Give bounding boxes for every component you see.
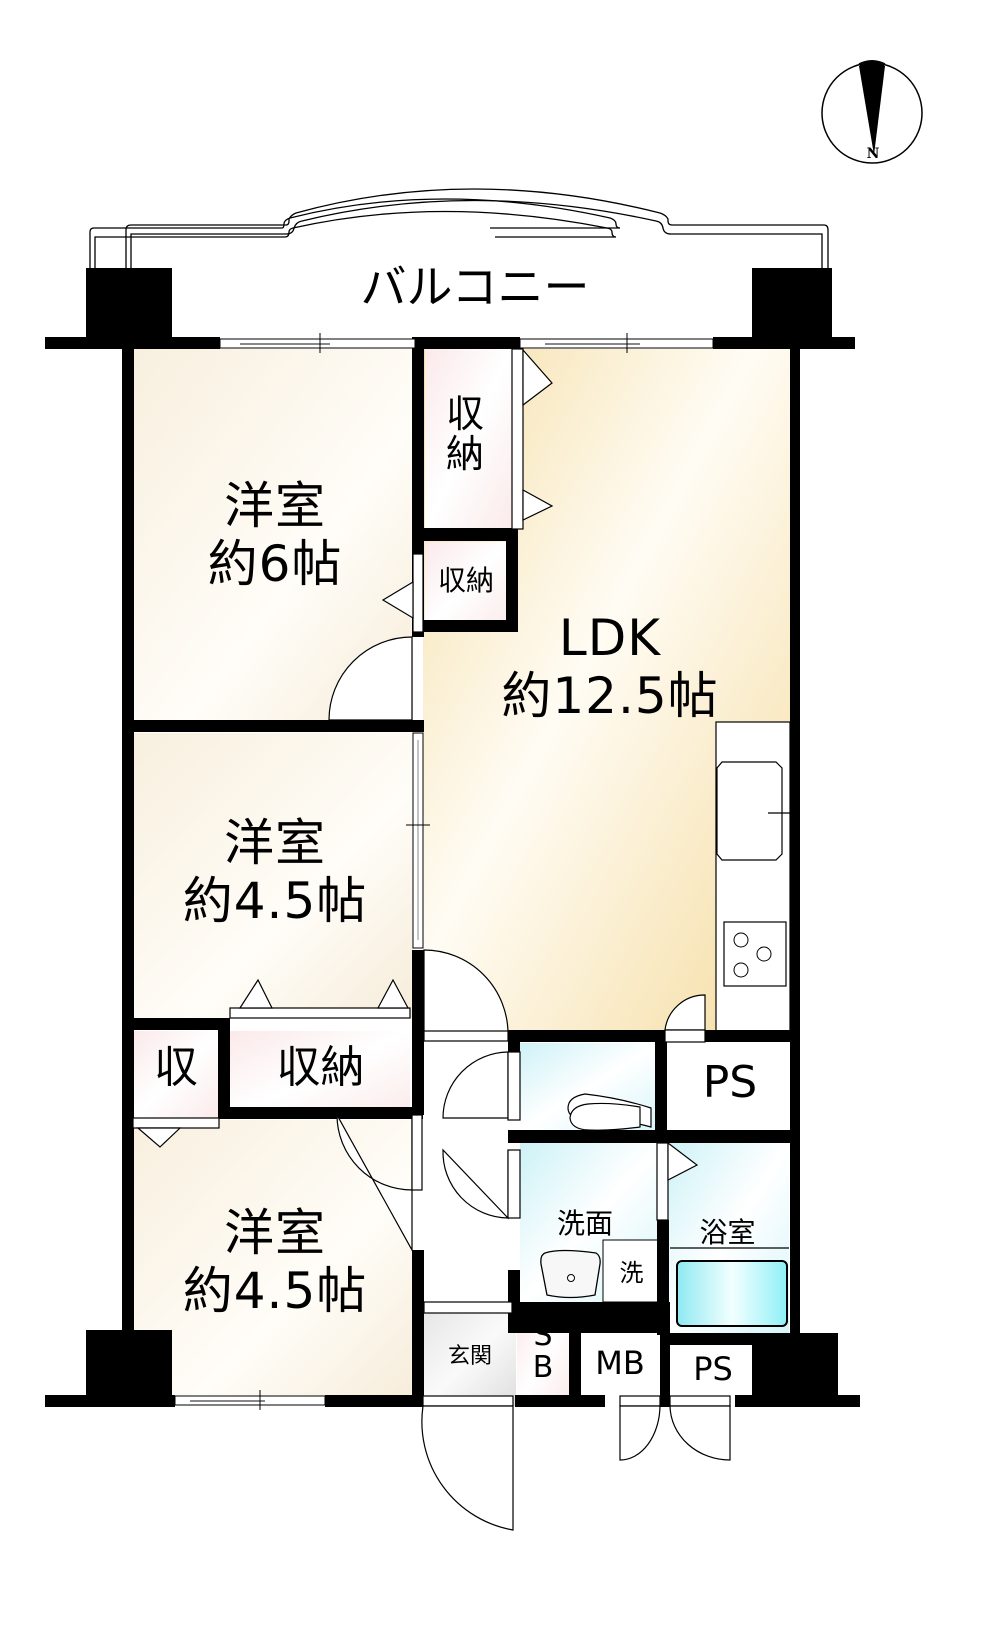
storage-mid-label: 収納 <box>437 564 494 597</box>
storage-top-line2: 納 <box>445 431 484 476</box>
ps-lower-label: PS <box>693 1350 733 1388</box>
storage-top-line1: 収 <box>445 392 484 436</box>
balcony-label: バルコニー <box>360 260 590 314</box>
shoebox-line2: B <box>532 1349 554 1385</box>
western-room-2-floor <box>133 733 413 1018</box>
shoebox-line1: S <box>533 1318 553 1353</box>
mb-box <box>580 1334 660 1402</box>
balcony-outline <box>125 188 829 268</box>
storage-small-label: 収 <box>154 1042 198 1093</box>
washroom-label: 洗面 <box>556 1207 613 1240</box>
washer-label: 洗 <box>619 1259 644 1287</box>
toilet-icon <box>567 1093 652 1131</box>
windows <box>174 333 714 1410</box>
ldk-name: LDK <box>558 609 662 667</box>
entrance-label: 玄関 <box>447 1344 492 1369</box>
western-room-3-name: 洋室 <box>224 1204 326 1262</box>
north-arrow-icon <box>821 60 923 164</box>
western-room-1-name: 洋室 <box>224 477 326 535</box>
storage-top-label: 収 納 <box>440 392 490 476</box>
shoebox-label: S B <box>520 1320 566 1383</box>
ps-upper-box <box>669 1043 790 1131</box>
entrance-floor <box>423 1313 516 1406</box>
western-room-3-size: 約4.5帖 <box>182 1262 368 1320</box>
bathtub-icon <box>676 1260 788 1327</box>
storage-room2-label: 収納 <box>276 1042 365 1093</box>
storage-small-floor <box>133 1031 219 1119</box>
swing-doors <box>328 636 731 1531</box>
walls <box>45 268 860 1407</box>
ldk-size: 約12.5帖 <box>501 667 719 725</box>
balcony-railing <box>89 198 621 280</box>
compass-north-label: N <box>866 146 880 162</box>
stove-icon <box>723 921 787 987</box>
storage-mid-floor <box>425 542 507 630</box>
western-room-2-size: 約4.5帖 <box>182 872 368 930</box>
western-room-1-size: 約6帖 <box>207 535 343 593</box>
closet-doors <box>132 348 554 1148</box>
kitchen-counter <box>715 721 791 1035</box>
western-room-2-name: 洋室 <box>224 814 326 872</box>
storage-room2-floor <box>230 1031 410 1118</box>
ps-upper-label: PS <box>702 1057 758 1108</box>
mb-label: MB <box>595 1344 645 1382</box>
washbasin-icon <box>540 1249 601 1299</box>
storage-top-floor <box>425 349 512 529</box>
sink-icon <box>716 761 783 861</box>
bathroom-label: 浴室 <box>699 1216 756 1249</box>
